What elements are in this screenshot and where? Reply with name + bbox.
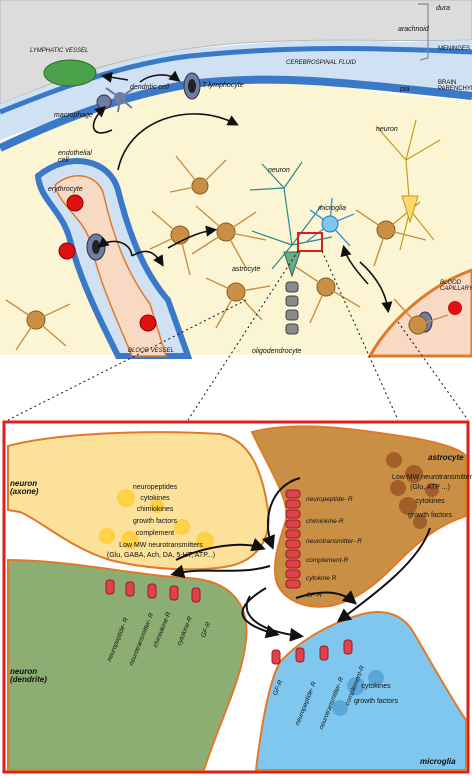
label-blood-vessel: BLOOD VESSEL [128,348,175,354]
axone-molecule: growth factors [133,518,177,525]
label-neuron-axone: neuron (axone) [10,479,39,496]
astro-molecule: cytokines [415,498,445,505]
astro-molecule: Low MW neurotransmitters [392,474,472,481]
axone-molecule: neuropeptides [132,484,178,491]
neuron-center [249,161,333,270]
zoom-lines [7,250,469,421]
astro-receptor-label: cytokine R [306,575,337,582]
label-erythrocyte: erythrocyte [48,186,83,193]
astro-receptor-label: neuropeptide- R [306,496,353,503]
label-macrophage: macrophage [54,112,93,119]
erythrocyte [66,194,84,212]
astro-receptor-label: chimiokine-R [306,518,344,525]
arachnoid-line [0,46,472,115]
label-microglia-bottom: microglia [420,757,456,766]
label-meninges: MENINGES [438,46,471,52]
label-dendritic-cell: dendritic cell [130,84,169,91]
dendritic-cell [105,87,135,113]
label-csf: CEREBROSPINAL FLUID [286,60,356,66]
label-arachnoid: arachnoid [398,26,429,33]
microglia-receptors [271,639,353,665]
label-endothelial-cell: endothelial cell [58,150,92,164]
subarachnoid-space [0,40,472,140]
endothelial-layer [54,175,168,357]
microglia-molecule: cytokines [361,683,391,690]
label-lymphatic-vessel: LYMPHATIC VESSEL [30,48,89,54]
oligodendrocyte [285,281,299,335]
label-pia: pia [400,86,410,93]
label-oligodendrocyte: oligodendrocyte [252,348,302,355]
label-neuron-top: neuron [376,126,398,133]
label-dura: dura [436,5,451,12]
macrophage [96,94,112,110]
label-astrocyte-bottom: astrocyte [428,453,464,462]
migration-arrows [92,70,393,314]
dendrite-shape [7,558,248,771]
label-neuron-mid: neuron [268,167,290,174]
astrocyte-receptors [285,489,301,589]
astro-molecule: growth factors [408,512,452,519]
bottom-panel [2,420,470,774]
lymphatic-vessel [43,59,97,87]
astro-molecule: (Glu, ATP ...) [410,484,450,491]
astro-receptor-label: neurotransmitter- R [306,538,362,545]
astro-receptor-label: complement-R [306,557,349,564]
axone-molecule: cytokines [140,495,170,502]
top-panel [0,0,472,359]
label-blood-capillary: BLOOD CAPILLARY [440,280,472,292]
label-brain-parenchyma: BRAIN PARENCHYMA [438,80,472,92]
label-neuron-dendrite: neuron (dendrite) [10,667,47,684]
erythrocyte [58,242,76,260]
erythrocyte [139,314,157,332]
axone-molecule: Low MW neurotransmitters [119,542,203,549]
axone-molecule: (Glu, GABA, Ach, DA, 5-HT, ATP...) [106,552,216,559]
dendrite-receptors [105,579,201,603]
neuron-top-right [375,119,441,251]
axone-molecule: complement [135,530,175,537]
label-t-lymphocyte: T lymphocyte [202,82,244,89]
astro-receptor-label: GF-R [306,592,322,599]
microglia-molecule: growth factors [354,698,398,705]
meninges-bracket [418,3,429,61]
label-astrocyte-top: astrocyte [232,266,261,273]
zoom-box [297,232,323,252]
axone-molecule: chimiokines [136,506,174,513]
signal-arrows [170,477,431,642]
label-microglia-top: microglia [318,205,347,212]
